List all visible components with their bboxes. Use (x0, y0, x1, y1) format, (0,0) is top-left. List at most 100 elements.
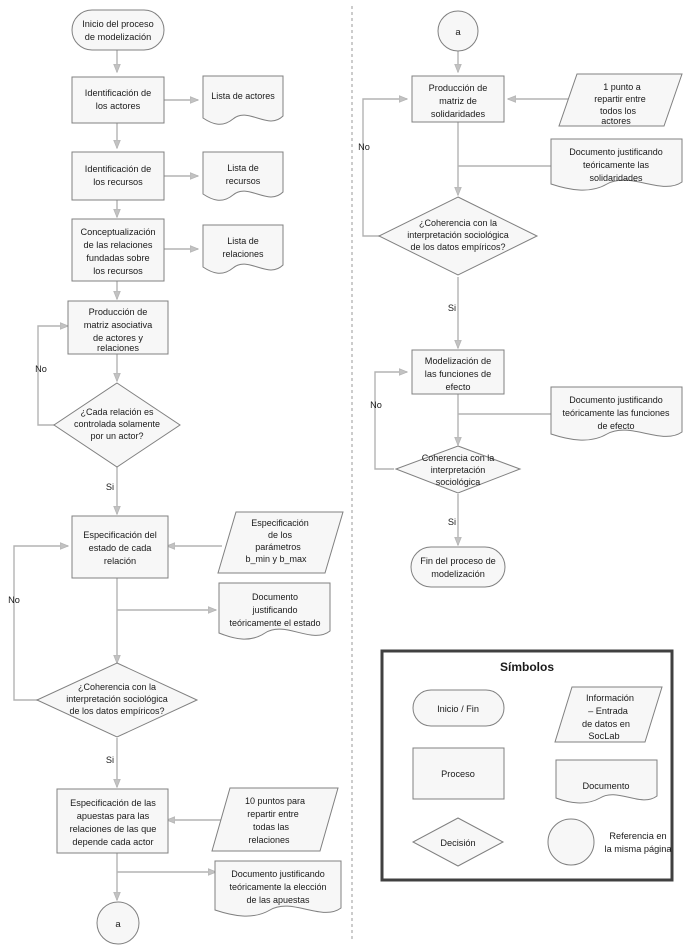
dec4-line-1: Coherencia con la (422, 453, 495, 463)
node-decision-coherencia-2: ¿Coherencia con la interpretación sociol… (377, 196, 539, 276)
d6-line-1: Documento justificando (569, 147, 663, 157)
in1-line-3: parámetros (255, 542, 301, 552)
end-line-1: Fin del proceso de (420, 556, 496, 566)
d4-line-2: justificando (251, 605, 297, 615)
p5-line-3: relación (104, 556, 136, 566)
dec2-line-2: interpretación sociológica (66, 694, 168, 704)
d6-line-2: teóricamente las (583, 160, 650, 170)
legend-document-label: Documento (583, 781, 630, 791)
edge-label-no-3: No (358, 142, 370, 152)
node-documento-apuestas-document: Documento justificando teóricamente la e… (214, 860, 342, 917)
in3-line-4: actores (601, 116, 631, 126)
node-decision-cada-relacion: ¿Cada relación es controlada solamente p… (53, 382, 181, 468)
dec4-line-3: sociológica (436, 477, 481, 487)
p3-line-1: Conceptualización (80, 227, 155, 237)
dec1-line-2: controlada solamente (74, 419, 160, 429)
end-line-2: modelización (431, 569, 485, 579)
p5-line-1: Especificación del (83, 530, 157, 540)
legend-item-connector: Referencia en la misma página (547, 818, 673, 866)
node-lista-de-relaciones-document: Lista de relaciones (202, 224, 284, 274)
node-connector-a-bottom: a (96, 901, 140, 945)
d5-line-2: teóricamente la elección (229, 882, 326, 892)
node-conceptualizacion-relaciones: Conceptualización de las relaciones fund… (71, 218, 165, 282)
edge-label-no-4: No (370, 400, 382, 410)
legend-connector-line-1: Referencia en (609, 831, 666, 841)
legend-input-line-4: SocLab (588, 731, 619, 741)
p6-line-4: depende cada actor (72, 837, 153, 847)
legend-terminator-label: Inicio / Fin (437, 704, 479, 714)
node-modelizacion-funciones-efecto: Modelización de las funciones de efecto (411, 349, 505, 395)
d1-line-1: Lista de actores (211, 91, 275, 101)
in1-line-2: de los (268, 530, 293, 540)
dec1-line-1: ¿Cada relación es (80, 407, 154, 417)
node-1-punto-input: 1 punto a repartir entre todos los actor… (558, 73, 683, 127)
legend-item-input: Información – Entrada de datos en SocLab (554, 686, 663, 743)
node-end-terminator: Fin del proceso de modelización (410, 546, 506, 588)
node-produccion-matriz-asociativa: Producción de matriz asociativa de actor… (67, 300, 169, 355)
edge-label-no-1: No (35, 364, 47, 374)
node-lista-de-recursos-document: Lista de recursos (202, 151, 284, 201)
node-identificacion-actores: Identificación de los actores (71, 76, 165, 124)
node-identificacion-recursos: Identificación de los recursos (71, 151, 165, 201)
in3-line-1: 1 punto a (603, 82, 641, 92)
dec3-line-1: ¿Coherencia con la (419, 218, 497, 228)
legend-item-terminator: Inicio / Fin (412, 689, 505, 727)
p8-line-1: Modelización de (425, 356, 491, 366)
node-documento-funciones-efecto-document: Documento justificando teóricamente las … (550, 386, 683, 441)
in3-line-2: repartir entre (594, 94, 646, 104)
node-10-puntos-input: 10 puntos para repartir entre todas las … (211, 787, 339, 852)
node-start-terminator: Inicio del proceso de modelización (71, 9, 165, 51)
p8-line-3: efecto (445, 382, 470, 392)
legend-item-document: Documento (555, 759, 658, 804)
dec2-line-1: ¿Coherencia con la (78, 682, 156, 692)
dec3-line-2: interpretación sociológica (407, 230, 509, 240)
node-documento-solidaridades-document: Documento justificando teóricamente las … (550, 138, 683, 191)
p3-line-2: de las relaciones (84, 240, 153, 250)
p6-line-2: apuestas para las (77, 811, 150, 821)
node-connector-a-top: a (437, 10, 479, 52)
d5-line-1: Documento justificando (231, 869, 325, 879)
p8-line-2: las funciones de (425, 369, 491, 379)
dec2-line-3: de los datos empíricos? (69, 706, 164, 716)
dec4-line-2: interpretación (431, 465, 486, 475)
edge-label-si-4: Si (448, 517, 456, 527)
d4-line-3: teóricamente el estado (229, 618, 320, 628)
p1-line-1: Identificación de (85, 88, 151, 98)
p2-line-2: los recursos (93, 177, 143, 187)
legend-title: Símbolos (500, 660, 554, 674)
node-documento-estado-document: Documento justificando teóricamente el e… (218, 582, 331, 640)
node-parametros-bmin-bmax-input: Especificación de los parámetros b_min y… (217, 511, 344, 574)
start-line-1: Inicio del proceso (82, 19, 154, 29)
d2-line-2: recursos (226, 176, 261, 186)
d3-line-2: relaciones (222, 249, 264, 259)
d3-line-1: Lista de (227, 236, 259, 246)
p4-line-3: de actores y (93, 333, 143, 343)
legend-connector-line-2: la misma página (605, 844, 673, 854)
connector-a-bottom-label: a (115, 919, 121, 930)
edge-label-si-1: Si (106, 482, 114, 492)
p6-line-3: relaciones de las que (70, 824, 157, 834)
p5-line-2: estado de cada (89, 543, 153, 553)
node-especificacion-apuestas: Especificación de las apuestas para las … (56, 788, 169, 854)
start-line-2: de modelización (85, 32, 151, 42)
p2-line-1: Identificación de (85, 164, 151, 174)
p7-line-3: solidaridades (431, 109, 486, 119)
p3-line-3: fundadas sobre (86, 253, 149, 263)
left-connectors (13, 50, 222, 900)
edge-label-si-3: Si (448, 303, 456, 313)
d7-line-2: teóricamente las funciones (562, 408, 670, 418)
p4-line-4: relaciones (97, 343, 139, 353)
d7-line-1: Documento justificando (569, 395, 663, 405)
d2-line-1: Lista de (227, 163, 259, 173)
in1-line-4: b_min y b_max (245, 554, 307, 564)
dec1-line-3: por un actor? (90, 431, 143, 441)
node-decision-coherencia-3: Coherencia con la interpretación socioló… (394, 445, 522, 494)
edge-label-no-2: No (8, 595, 20, 605)
p4-line-1: Producción de (89, 307, 148, 317)
legend-item-decision: Decisión (411, 817, 505, 867)
p3-line-4: los recursos (93, 266, 143, 276)
dec3-line-3: de los datos empíricos? (410, 242, 505, 252)
legend-symbols-box: Símbolos Inicio / Fin Información – Entr… (380, 649, 674, 882)
legend-input-line-1: Información (586, 693, 634, 703)
